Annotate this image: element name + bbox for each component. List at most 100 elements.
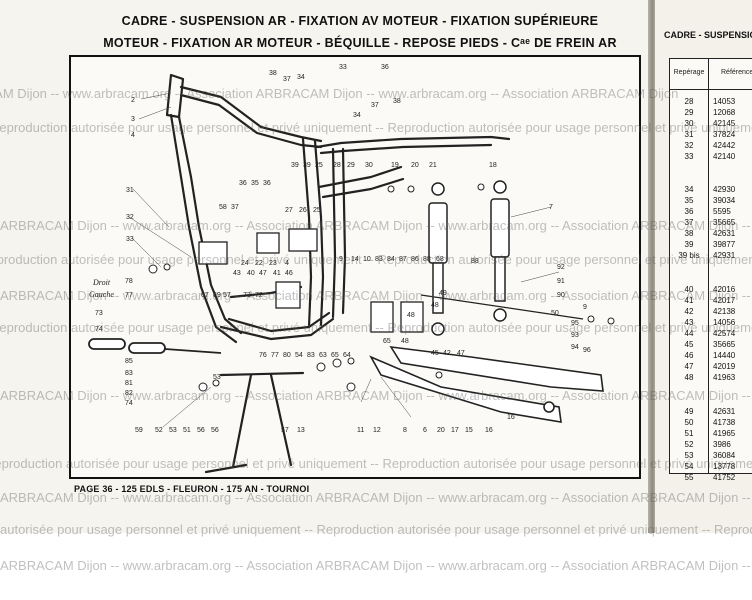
table-cell-reperage: 35 [684,196,694,205]
callout: 21 [429,162,437,169]
table-cell-reference: 42631 [713,407,736,416]
table-cell-reference: 35665 [713,218,736,227]
center-stand [204,371,305,474]
callout: 4 [131,132,135,139]
book-gutter [648,0,657,533]
right-page-title: CADRE - SUSPENSION AR [664,30,752,40]
table-cell-reperage: 55 [684,473,694,482]
front-mount-bracket-2 [256,232,280,254]
callout: 41 [273,270,281,277]
callout: 28 [333,162,341,169]
table-cell-reference: 42145 [713,119,736,128]
callout: 84 [387,256,395,263]
header-reference: Référence [709,59,752,90]
callout: 73 [243,292,251,299]
callout: 23 [269,260,277,267]
callout: 92 [557,264,565,271]
callout: 25 [313,207,321,214]
exploded-diagram-frame: Droit Gauche 38 37 34 33 36 37 38 34 2 3… [69,55,641,479]
callout: 72 [255,292,263,299]
frame-exploded-drawing: Droit Gauche 38 37 34 33 36 37 38 34 2 3… [88,64,615,474]
callout: 46 [285,270,293,277]
callout: 31 [126,187,134,194]
table-cell-reference: 3986 [713,440,731,449]
table-cell-reperage: 44 [684,329,694,338]
table-cell-reference: 42930 [713,185,736,194]
table-cell-reperage: 36 [684,207,694,216]
table-cell-reference: 42931 [713,251,736,260]
table-cell-reperage: 38 [684,229,694,238]
callout: 14 [351,256,359,263]
table-cell-reference: 37824 [713,130,736,139]
table-cell-reperage: 31 [684,130,694,139]
callout: 74 [125,400,133,407]
callout: 20 [411,162,419,169]
callout: 86 [411,256,419,263]
callout: 30 [365,162,373,169]
callout: 12 [373,427,381,434]
table-cell-reference: 39034 [713,196,736,205]
callout: 68 [436,256,444,263]
callout: 39 [303,162,311,169]
callout: 88 [423,256,431,263]
callout: 57 [281,427,289,434]
table-cell-reperage: 48 [684,373,694,382]
callout: 25 [315,162,323,169]
callout: 88 [471,258,479,265]
callout: 6 [423,427,427,434]
table-cell-reperage: 40 [684,285,694,294]
callout: 48 [401,338,409,345]
table-cell-reperage: 39 [684,240,694,249]
table-cell-reference: 14056 [713,318,736,327]
callout: 37 [371,102,379,109]
callout: 36 [263,180,271,187]
callout: 36 [239,180,247,187]
table-cell-reference: 42442 [713,141,736,150]
callout: 18 [489,162,497,169]
table-cell-reference: 42019 [713,362,736,371]
front-mount-bracket [198,241,228,265]
table-cell-reference: 5595 [713,207,731,216]
swing-arm [369,345,604,423]
callout: 53 [169,427,177,434]
callout: 83 [125,370,133,377]
callout: 63 [319,352,327,359]
callout: 96 [583,347,591,354]
callout: 87 [399,256,407,263]
callout: 93 [571,332,579,339]
table-cell-reperage: 46 [684,351,694,360]
callout: 59 [135,427,143,434]
footrest-right [128,342,166,354]
callout: 16 [507,414,515,421]
callout: 36 [381,64,389,71]
callout: 38 [393,98,401,105]
table-cell-reperage: 51 [684,429,694,438]
callout: 69 [213,292,221,299]
table-cell-reperage: 34 [684,185,694,194]
callout: 8 [403,427,407,434]
background-below [0,533,752,600]
table-cell-reperage: 30 [684,119,694,128]
callout: 52 [155,427,163,434]
callout: 54 [295,352,303,359]
callout: 15 [465,427,473,434]
table-cell-reperage: 50 [684,418,694,427]
callout: 22 [255,260,263,267]
callout: 95 [571,320,579,327]
callout: 83 [375,256,383,263]
callout: 67 [201,292,209,299]
callout: 11 [357,427,364,434]
callout: 32 [126,214,134,221]
callout: 78 [125,278,133,285]
rear-shock-absorbers [428,180,510,336]
callout: 27 [285,207,293,214]
footrests [88,338,222,354]
callout: 24 [241,260,249,267]
callout: 65 [331,352,339,359]
callout: 45 [431,350,439,357]
right-shock-body [494,256,506,302]
table-cell-reference: 36084 [713,451,736,460]
table-cell-reperage: 43 [684,318,694,327]
brake-rod [420,294,584,320]
callout: 82 [125,390,133,397]
